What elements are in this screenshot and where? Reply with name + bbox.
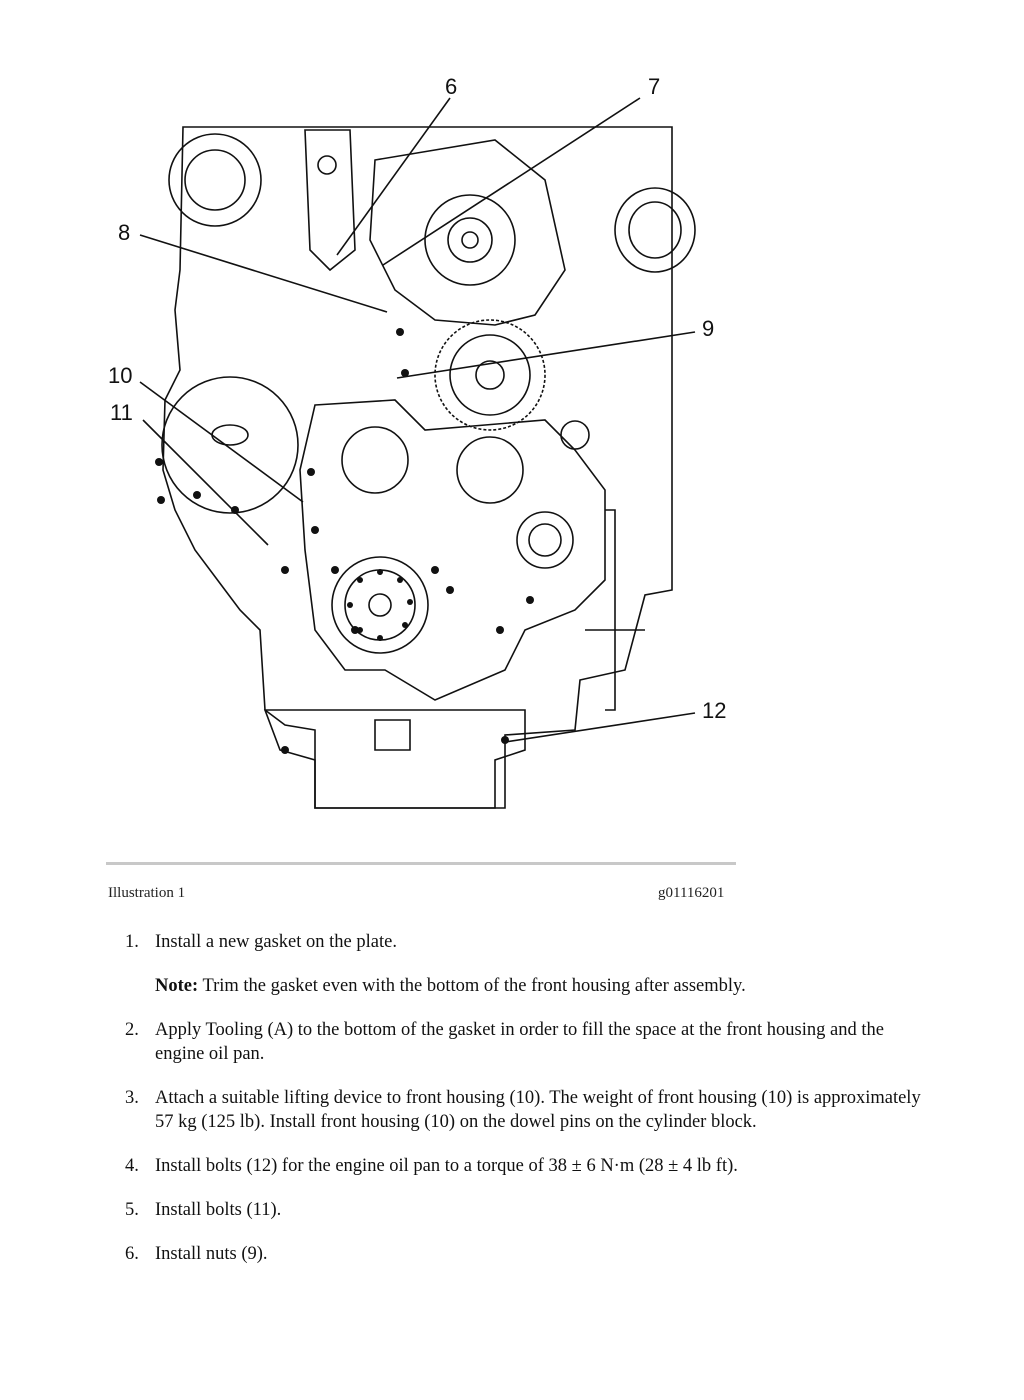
callout-8: 8 [118, 220, 130, 245]
callout-6: 6 [445, 74, 457, 99]
step-2: 2. Apply Tooling (A) to the bottom of th… [125, 1018, 925, 1066]
illustration-caption: Illustration 1 [108, 885, 186, 901]
callout-7: 7 [648, 74, 660, 99]
note-label: Note: [155, 976, 199, 996]
step-number: 3. [125, 1088, 139, 1108]
step-number: 5. [125, 1200, 139, 1220]
callout-9: 9 [702, 316, 714, 341]
step-number: 1. [125, 932, 139, 952]
note-text: Trim the gasket even with the bottom of … [198, 976, 746, 996]
procedure-steps: 1. Install a new gasket on the plate. No… [125, 930, 925, 1286]
callout-10: 10 [108, 363, 132, 388]
step-text: Attach a suitable lifting device to fron… [155, 1088, 921, 1132]
step-6: 6. Install nuts (9). [125, 1242, 925, 1266]
step-text: Install bolts (12) for the engine oil pa… [155, 1156, 738, 1176]
step-text: Apply Tooling (A) to the bottom of the g… [155, 1020, 884, 1064]
step-number: 2. [125, 1020, 139, 1040]
engine-illustration: 6 7 8 9 10 11 12 [105, 70, 745, 850]
step-text: Install bolts (11). [155, 1200, 282, 1220]
step-note: Note: Trim the gasket even with the bott… [155, 974, 925, 998]
step-4: 4. Install bolts (12) for the engine oil… [125, 1154, 925, 1178]
step-5: 5. Install bolts (11). [125, 1198, 925, 1222]
step-1: 1. Install a new gasket on the plate. No… [125, 930, 925, 998]
step-text: Install a new gasket on the plate. [155, 932, 397, 952]
step-text: Install nuts (9). [155, 1244, 268, 1264]
step-number: 6. [125, 1244, 139, 1264]
illustration-id: g01116201 [658, 885, 725, 901]
callout-11: 11 [110, 400, 133, 425]
step-3: 3. Attach a suitable lifting device to f… [125, 1086, 925, 1134]
callout-12: 12 [702, 698, 726, 723]
step-number: 4. [125, 1156, 139, 1176]
engine-drawing: 6 7 8 9 10 11 12 [108, 74, 726, 809]
figure-divider [106, 862, 736, 865]
